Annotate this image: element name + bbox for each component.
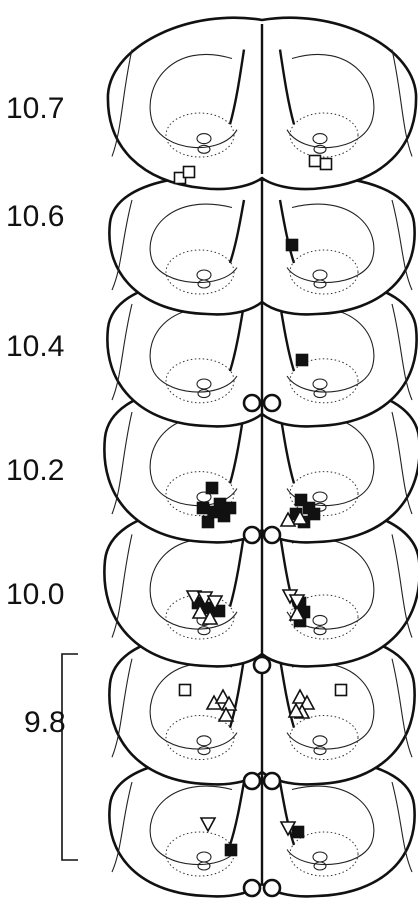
small-circle-structure <box>244 527 260 543</box>
small-circle-structure <box>264 395 280 411</box>
marker-open-square <box>184 167 195 178</box>
small-circle-structure <box>264 880 280 896</box>
marker-open-square <box>310 156 321 167</box>
section-10-7 <box>108 18 416 189</box>
level-label-10-2: 10.2 <box>6 454 64 487</box>
marker-filled-square <box>198 503 209 514</box>
small-circle-structure <box>254 657 270 673</box>
level-label-10-7: 10.7 <box>6 92 64 125</box>
marker-open-square <box>336 685 347 696</box>
marker-filled-square <box>203 517 214 528</box>
level-label-10-4: 10.4 <box>6 330 64 363</box>
marker-filled-square <box>226 845 237 856</box>
marker-filled-square <box>287 240 298 251</box>
section-9-8b <box>109 758 414 897</box>
coronal-sections <box>104 18 418 897</box>
marker-filled-square <box>207 483 218 494</box>
small-circle-structure <box>264 773 280 789</box>
marker-filled-square <box>225 503 236 514</box>
marker-filled-square <box>293 827 304 838</box>
small-circle-structure <box>244 880 260 896</box>
small-circle-structure <box>244 773 260 789</box>
level-label-10-0: 10.0 <box>6 578 64 611</box>
marker-open-square <box>321 159 332 170</box>
marker-open-square <box>180 685 191 696</box>
level-bracket-9-8 <box>62 654 78 860</box>
section-10-6 <box>109 176 414 315</box>
marker-filled-square <box>297 355 308 366</box>
level-label-10-6: 10.6 <box>6 200 64 233</box>
small-circle-structure <box>244 395 260 411</box>
small-circle-structure <box>264 527 280 543</box>
level-label-9-8: 9.8 <box>24 706 66 739</box>
